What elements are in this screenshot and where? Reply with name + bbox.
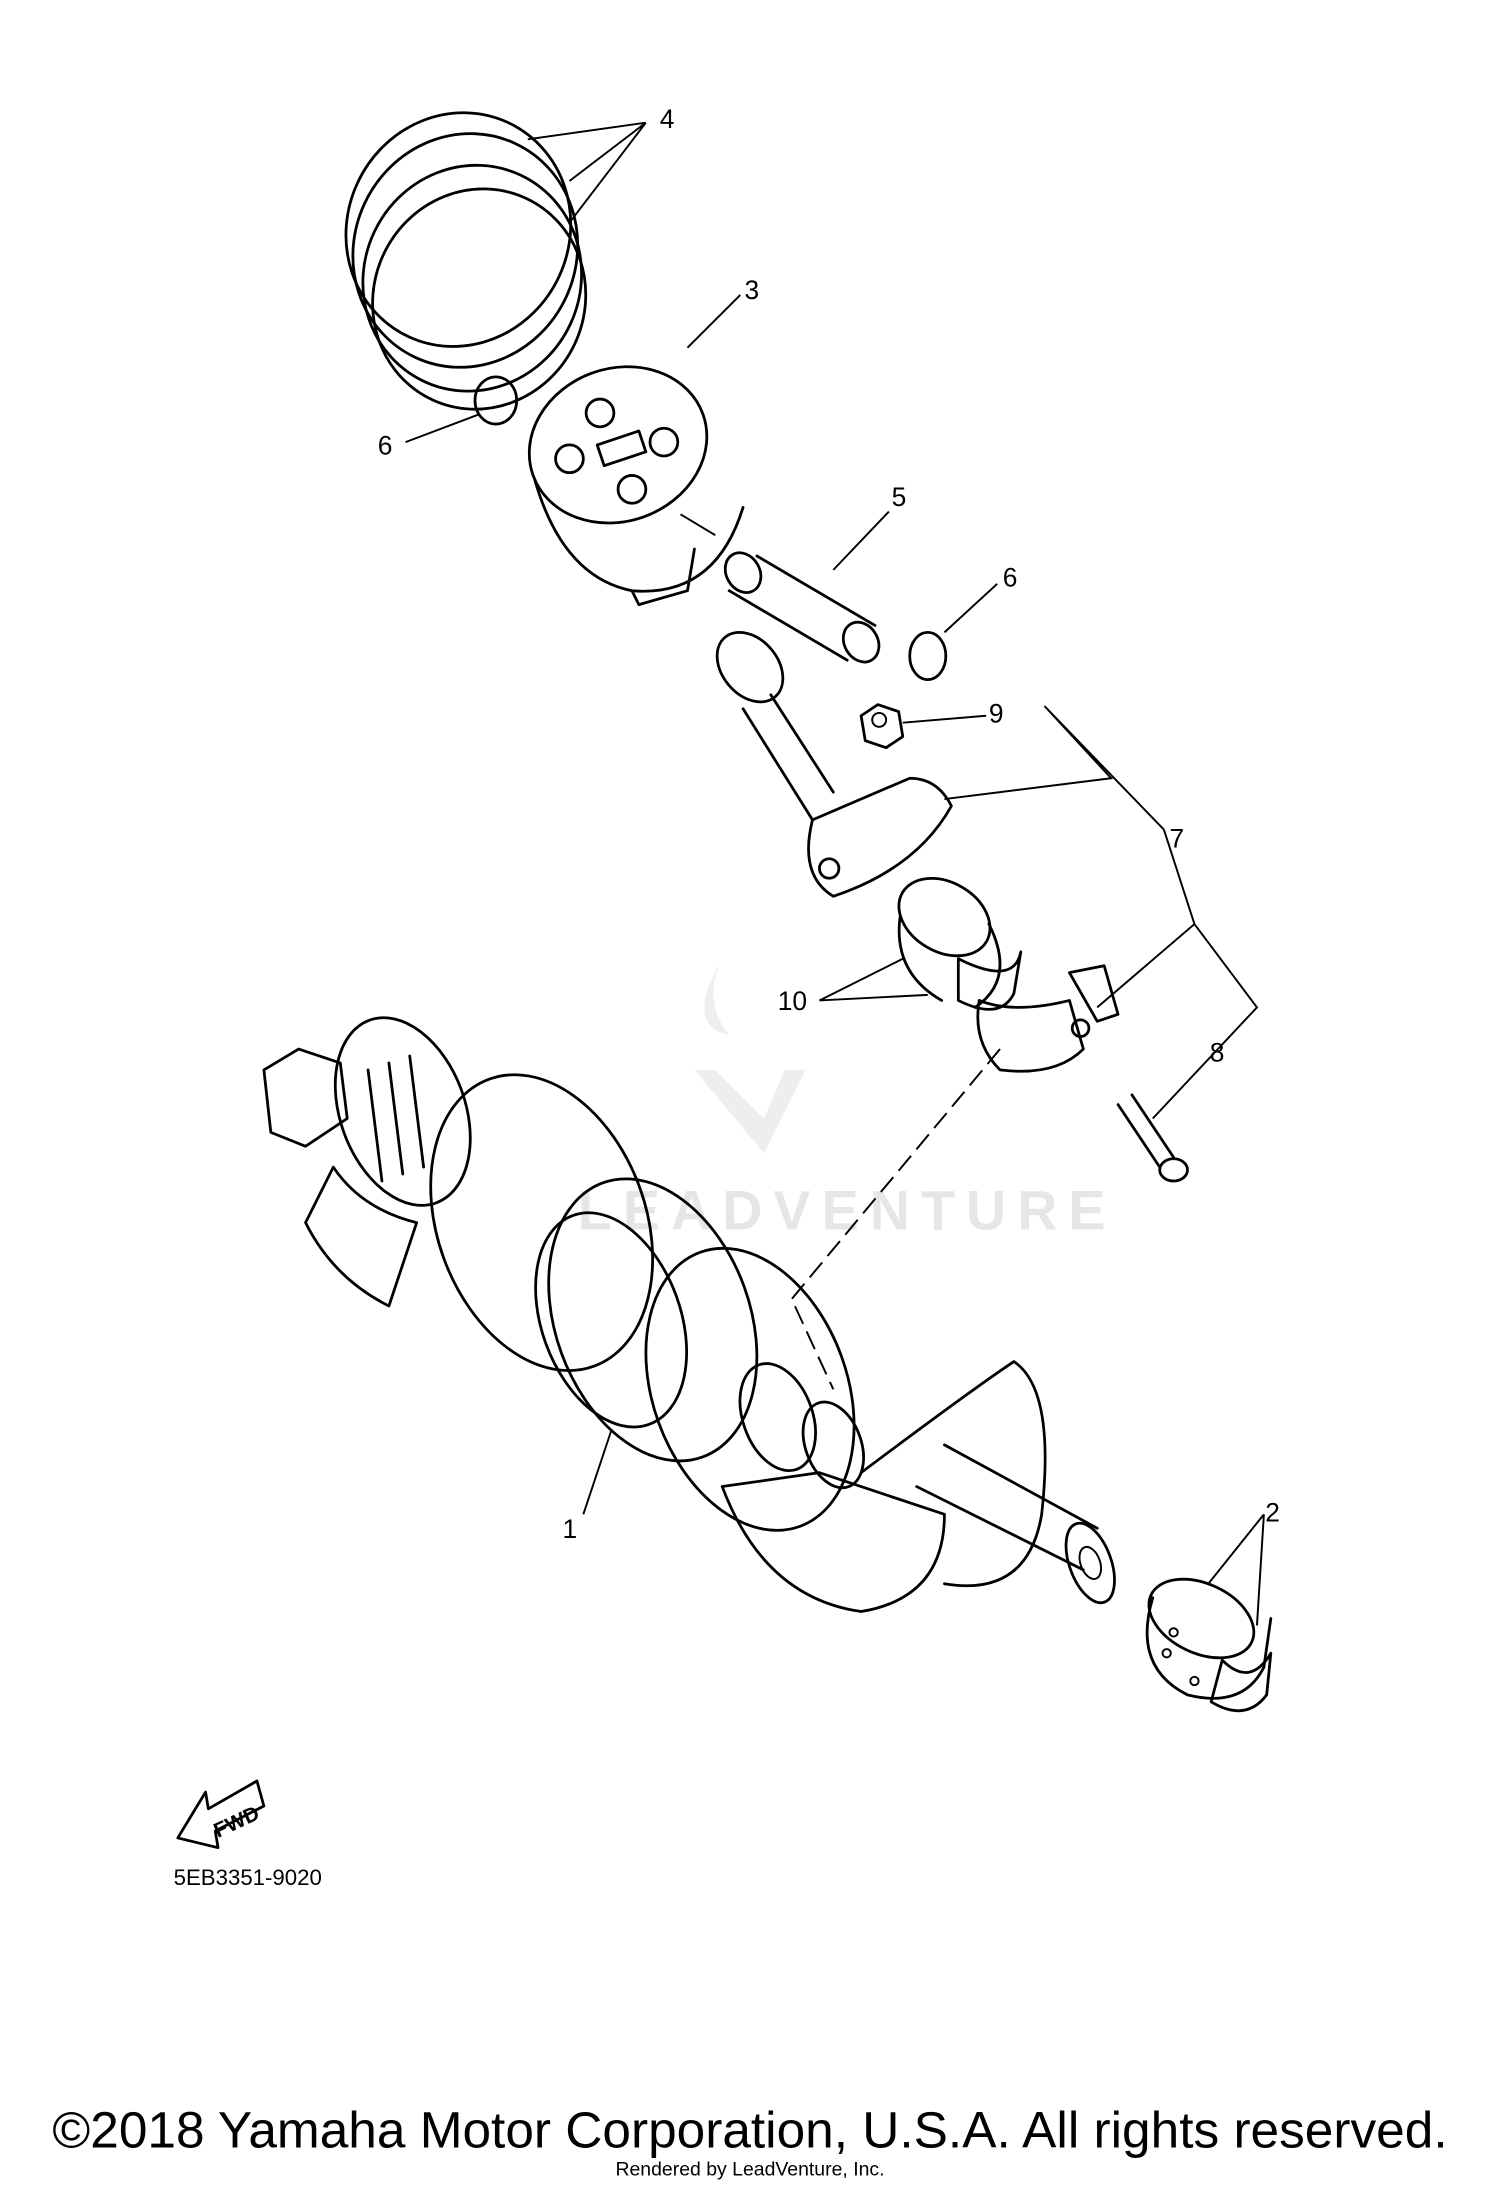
callout-5[interactable]: 5: [892, 482, 907, 512]
callout-10[interactable]: 10: [778, 986, 807, 1016]
part-number: 5EB3351-9020: [174, 1865, 322, 1890]
crankshaft[interactable]: [262, 999, 1124, 1613]
callout-1[interactable]: 1: [563, 1514, 578, 1544]
fwd-arrow-icon: FWD: [176, 1779, 266, 1850]
callout-4[interactable]: 4: [660, 104, 675, 134]
callout-3[interactable]: 3: [744, 275, 759, 305]
piston-ring-set[interactable]: [308, 76, 622, 445]
callout-2[interactable]: 2: [1265, 1497, 1280, 1527]
rendered-by-text: Rendered by LeadVenture, Inc.: [615, 2158, 884, 2180]
main-bearing[interactable]: [1136, 1564, 1273, 1713]
piston-pin-clip-2[interactable]: [908, 631, 948, 681]
connecting-rod[interactable]: [704, 619, 1120, 1073]
watermark-logo: LEADVENTURE: [578, 958, 1106, 1242]
rod-bearing[interactable]: [885, 863, 1023, 1011]
piston-pin-clip[interactable]: [473, 375, 519, 426]
piston-pin[interactable]: [680, 513, 886, 668]
fwd-label: FWD: [210, 1802, 263, 1843]
leader-lines: [405, 121, 1265, 1626]
nut[interactable]: [859, 703, 905, 750]
piston[interactable]: [507, 342, 745, 606]
callout-6[interactable]: 6: [378, 431, 393, 461]
callout-6b[interactable]: 6: [1003, 563, 1018, 593]
bolt[interactable]: [1116, 1093, 1189, 1183]
callout-7[interactable]: 7: [1169, 824, 1184, 854]
callout-8[interactable]: 8: [1210, 1038, 1225, 1068]
callout-9[interactable]: 9: [989, 699, 1004, 729]
copyright-text: ©2018 Yamaha Motor Corporation, U.S.A. A…: [52, 2101, 1447, 2159]
